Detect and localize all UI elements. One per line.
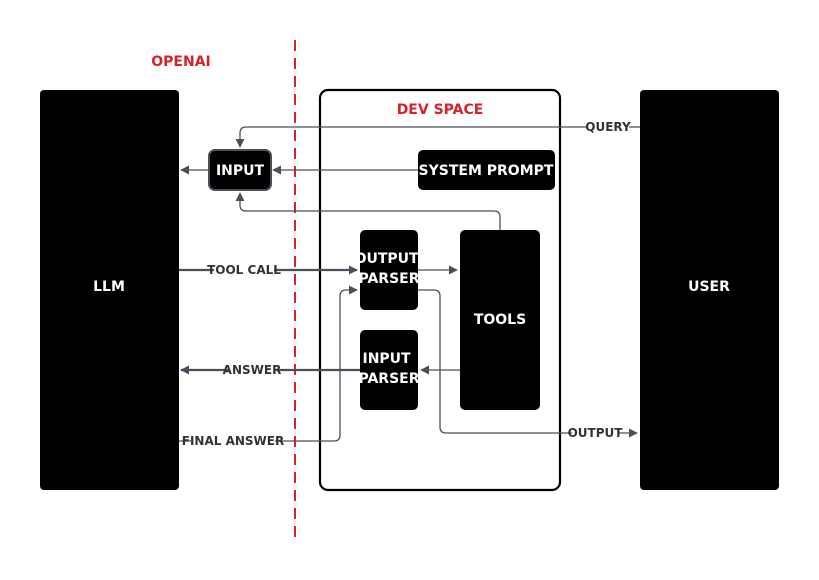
system-prompt-label: SYSTEM PROMPT	[419, 163, 554, 179]
tools-box[interactable]	[460, 230, 540, 410]
openai-label: OPENAI	[151, 54, 211, 70]
tool-call-edge-label: TOOL CALL	[207, 263, 281, 277]
user-label: USER	[688, 279, 730, 295]
llm-label: LLM	[93, 279, 125, 295]
output-parser-label: OUTPUT PARSER	[355, 251, 424, 287]
input-parser-line-1: INPUT	[363, 351, 412, 367]
output-edge-label: OUTPUT	[568, 426, 624, 440]
output-parser-line-2: PARSER	[358, 271, 419, 287]
tools-label: TOOLS	[474, 312, 526, 328]
dev-space-label: DEV SPACE	[397, 102, 484, 118]
llm-box[interactable]	[40, 90, 179, 490]
output-parser-box[interactable]	[360, 230, 418, 310]
answer-label-bg	[228, 362, 276, 378]
output-parser-line-1: OUTPUT	[355, 251, 419, 267]
output-edge	[418, 289, 638, 438]
final-answer-edge-label: FINAL ANSWER	[182, 434, 284, 448]
query-edge	[235, 126, 640, 148]
tools-to-input-edge	[235, 192, 501, 230]
tool-call-label-bg	[214, 262, 274, 278]
user-box[interactable]	[640, 90, 779, 490]
query-edge-label: QUERY	[585, 120, 631, 134]
answer-edge-label: ANSWER	[223, 363, 282, 377]
final-answer-edge	[179, 285, 358, 442]
input-parser-box[interactable]	[360, 330, 418, 410]
input-parser-line-2: PARSER	[358, 371, 419, 387]
input-label: INPUT	[216, 163, 265, 179]
input-parser-label: INPUT PARSER	[358, 351, 419, 387]
final-answer-label-bg	[191, 433, 275, 449]
query-label-bg	[587, 119, 629, 135]
output-label-bg	[572, 425, 618, 441]
system-prompt-box[interactable]	[418, 150, 555, 190]
